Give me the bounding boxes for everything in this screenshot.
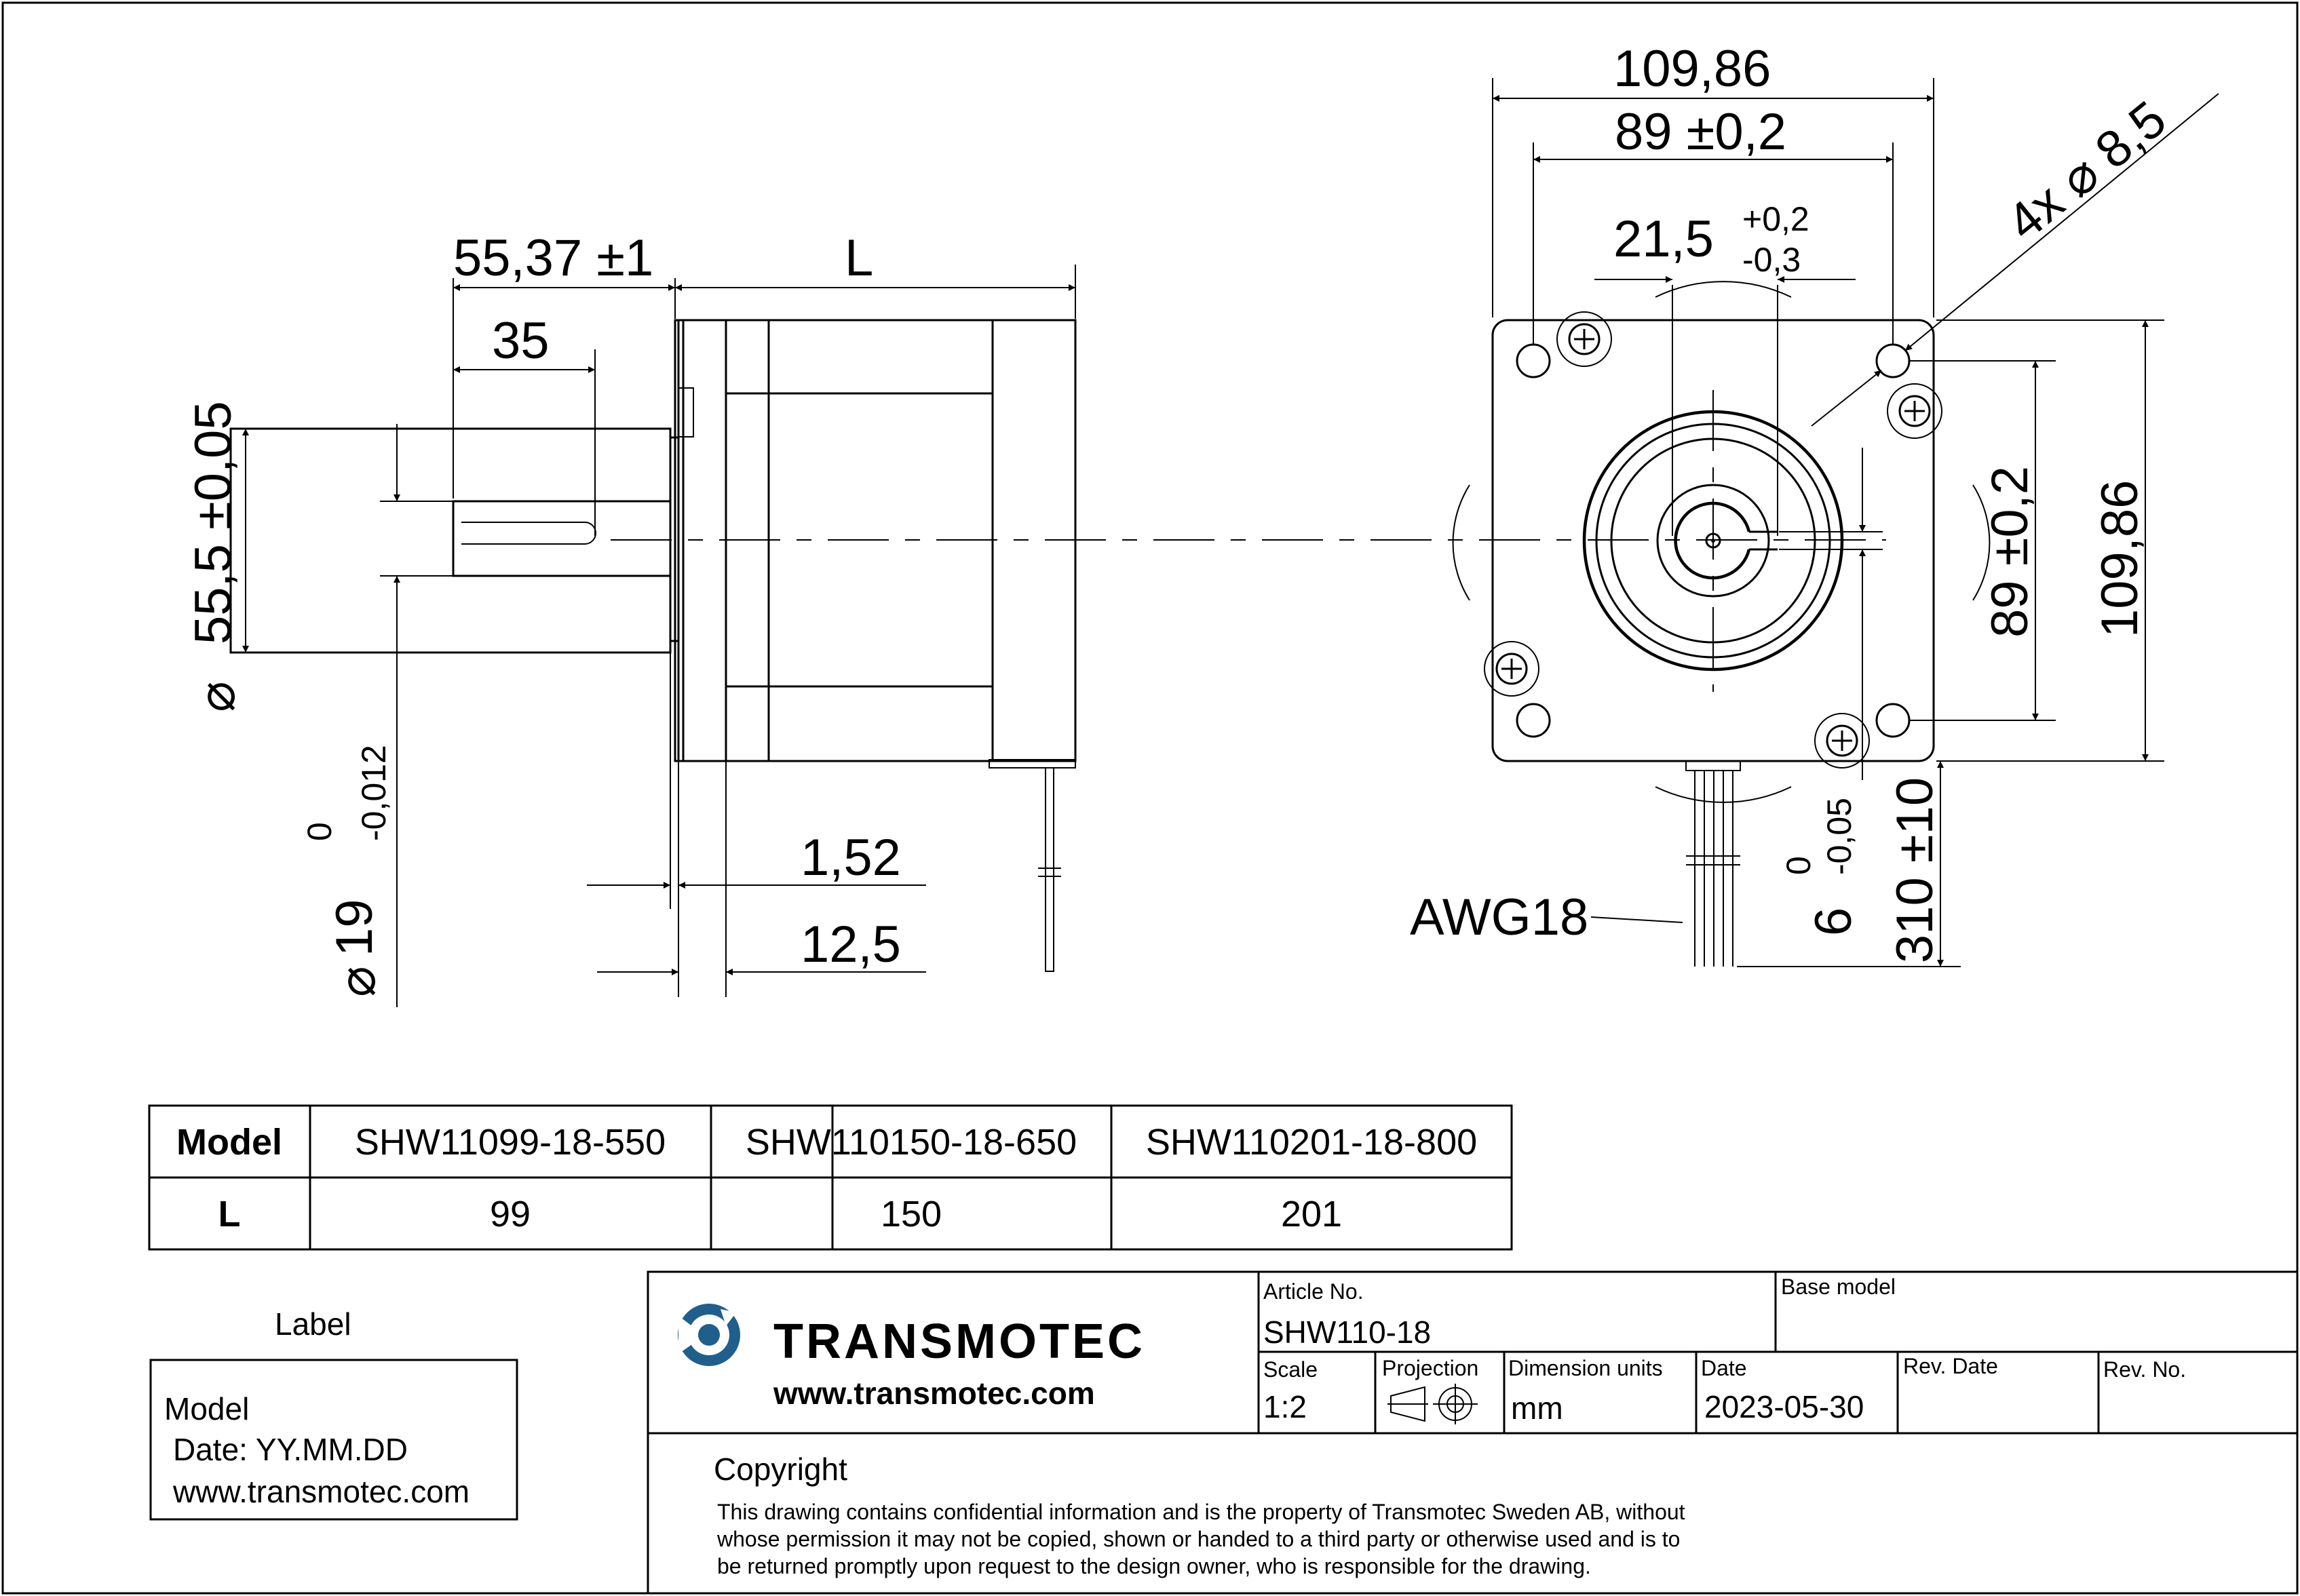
date-label: Date	[1701, 1356, 1747, 1380]
copyright-line: whose permission it may not be copied, s…	[716, 1527, 1680, 1551]
shaft-outline	[452, 500, 672, 577]
dim-body-length: L	[845, 229, 873, 287]
keyway	[461, 522, 596, 545]
side-view: 55,37 ±1 L 35 55,5 ±0,05 ⌀ 19 0 -0,012	[185, 229, 1886, 1007]
front-view: AWG18 109,86 89 ±0,2 21,5 +0,2 -0,3 4x ⌀…	[1410, 40, 2219, 967]
copyright-line: be returned promptly upon request to the…	[717, 1554, 1591, 1578]
table-model: SHW110150-18-650	[746, 1122, 1077, 1163]
dim-holes: 4x ⌀ 8,5	[1996, 90, 2177, 252]
article-no-label: Article No.	[1263, 1279, 1364, 1304]
dim-shaft-tol-lower: -0,012	[355, 745, 393, 841]
label-line-model: Model	[164, 1391, 249, 1426]
table-length: 99	[490, 1194, 531, 1234]
dim-shaft-tol-upper: 0	[301, 822, 339, 841]
dim-key-tol-lower: -0,3	[1742, 241, 1801, 279]
label-title: Label	[275, 1306, 351, 1342]
label-line-date: Date: YY.MM.DD	[173, 1432, 408, 1467]
screw-icon	[1814, 713, 1870, 768]
label-line-web: www.transmotec.com	[172, 1474, 469, 1509]
transmotec-logo-icon	[678, 1304, 740, 1366]
copyright-title: Copyright	[714, 1452, 847, 1487]
mount-hole	[1516, 343, 1551, 378]
dim-shaft-diameter: 19	[326, 899, 383, 956]
title-block: TRANSMOTEC www.transmotec.com Article No…	[647, 1270, 2299, 1595]
dim-overall-width: 109,86	[1613, 40, 1771, 98]
table-length: 201	[1281, 1194, 1342, 1234]
projection-label: Projection	[1382, 1356, 1478, 1380]
brand-name: TRANSMOTEC	[773, 1315, 1145, 1369]
table-header-model: Model	[176, 1122, 282, 1163]
dim-overall-length: 55,37 ±1	[453, 229, 653, 287]
screw-icon	[1556, 311, 1612, 367]
dim-pilot-diameter: 55,5 ±0,05	[185, 401, 242, 644]
base-model-label: Base model	[1781, 1274, 1896, 1299]
scale-label: Scale	[1263, 1357, 1318, 1382]
table-length: 150	[881, 1194, 942, 1234]
rear-wire	[1045, 767, 1054, 972]
dim-key-width: 21,5	[1613, 210, 1714, 268]
model-table: Model L SHW11099-18-550 SHW110150-18-650…	[148, 1104, 1513, 1251]
screw-icon	[1484, 641, 1539, 697]
shaft-section	[1674, 501, 1751, 580]
dim-overall-height: 109,86	[2091, 480, 2149, 638]
label-box: Label Model Date: YY.MM.DD www.transmote…	[149, 1306, 518, 1521]
article-no-value: SHW110-18	[1263, 1315, 1431, 1350]
bearing-circle	[1656, 484, 1770, 598]
terminal-block	[678, 387, 694, 437]
dim-shaft-length: 35	[492, 312, 550, 370]
dim-hole-spacing: 89 ±0,2	[1615, 103, 1786, 161]
dim-hole-spacing-vertical: 89 ±0,2	[1981, 466, 2039, 638]
pilot-boss	[229, 427, 672, 654]
dimension-units-value: mm	[1511, 1390, 1563, 1426]
mount-hole	[1875, 703, 1911, 738]
dim-lead-length: 310 ±10	[1886, 777, 1944, 963]
mount-hole	[1516, 703, 1551, 738]
table-row-label: L	[218, 1194, 241, 1234]
brand-website: www.transmotec.com	[773, 1376, 1095, 1411]
dim-flat: 6	[1805, 908, 1862, 936]
rev-date-label: Rev. Date	[1903, 1354, 1998, 1378]
date-value: 2023-05-30	[1704, 1389, 1864, 1424]
table-model: SHW110201-18-800	[1146, 1122, 1477, 1163]
mount-hole	[1875, 343, 1911, 378]
dim-key-tol-upper: +0,2	[1742, 200, 1809, 238]
dim-flat-tol-upper: 0	[1780, 856, 1818, 875]
wire-gauge-label: AWG18	[1410, 889, 1588, 946]
dimension-units-label: Dimension units	[1508, 1356, 1663, 1380]
copyright-line: This drawing contains confidential infor…	[717, 1500, 1685, 1524]
screw-icon	[1887, 383, 1942, 439]
diameter-symbol-pilot: ⌀	[188, 681, 246, 712]
wire-exit	[1685, 760, 1741, 771]
dim-flange-width: 12,5	[801, 916, 901, 973]
projection-symbol-icon	[1387, 1384, 1478, 1424]
table-model: SHW11099-18-550	[355, 1122, 666, 1163]
dim-flange-thickness: 1,52	[801, 829, 901, 887]
dim-flat-tol-lower: -0,05	[1820, 798, 1858, 875]
scale-value: 1:2	[1263, 1389, 1307, 1424]
rear-tab	[989, 759, 1076, 768]
diameter-symbol-shaft: ⌀	[328, 966, 386, 997]
rev-no-label: Rev. No.	[2103, 1357, 2186, 1382]
